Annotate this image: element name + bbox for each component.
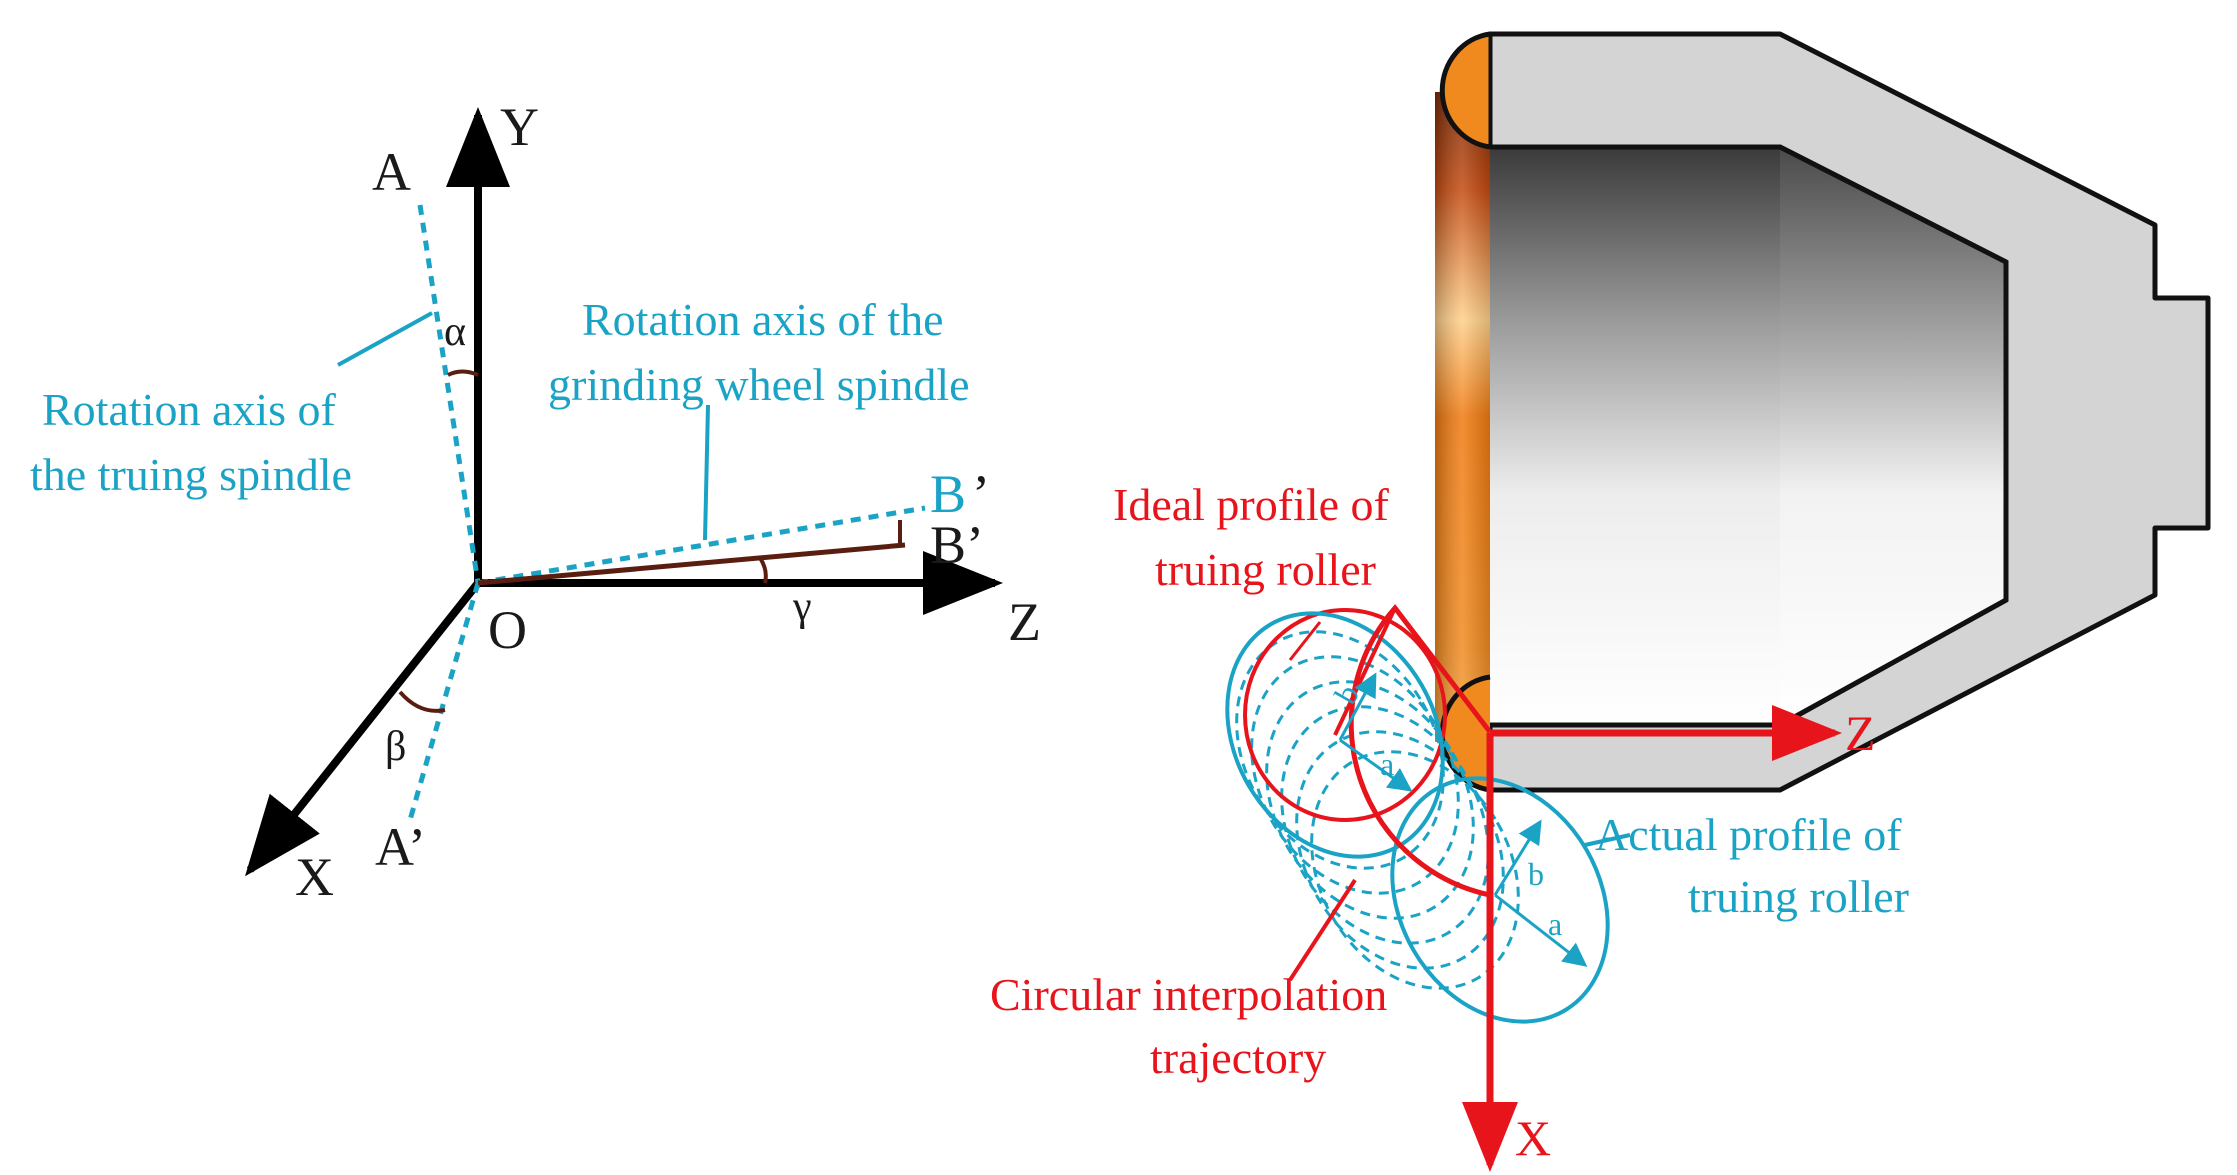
- truing-spindle-axis-lower: [407, 582, 481, 821]
- actual-profile-leader: [1584, 833, 1631, 847]
- ideal-profile-label-line2: truing roller: [1155, 544, 1376, 595]
- abrasive-rim-shade: [1435, 92, 1490, 742]
- x-axis-label: X: [295, 847, 334, 907]
- gamma-label: γ: [792, 584, 812, 630]
- inner-cone: [1780, 147, 2006, 725]
- point-a-prime-label: A’: [375, 817, 426, 877]
- inner-bore: [1490, 147, 1780, 725]
- point-a-label: A: [372, 142, 411, 202]
- actual-profile-ellipse-lower: [1390, 776, 1610, 1024]
- intermediate-profile-ellipses: [1235, 630, 1520, 990]
- ideal-profile-label-line1: Ideal profile of: [1113, 479, 1390, 530]
- point-b-prime-label: B’: [930, 515, 984, 575]
- upper-axis-b: [1338, 672, 1377, 741]
- grinding-spindle-axis: [477, 505, 926, 586]
- x-axis: [245, 580, 482, 877]
- circular-trajectory-arc: [1348, 604, 1492, 898]
- truing-axis-label-line2: the truing spindle: [30, 449, 352, 500]
- actual-profile-label-line1: Actual profile of: [1595, 809, 1902, 860]
- circular-trajectory-label-line2: trajectory: [1150, 1032, 1326, 1083]
- circular-trajectory-label-line1: Circular interpolation: [990, 969, 1387, 1020]
- truing-axis-label-line1: Rotation axis of: [42, 384, 337, 435]
- right-x-axis-label: X: [1515, 1110, 1551, 1166]
- z-axis-label: Z: [1008, 592, 1041, 652]
- rim-top-cap: [1439, 31, 1491, 150]
- right-z-axis-label: Z: [1845, 705, 1876, 761]
- inner-outline: [1490, 144, 2009, 728]
- grinding-axis-label-line1: Rotation axis of the: [582, 294, 944, 345]
- upper-semi-axis-a-label: a: [1380, 746, 1394, 782]
- lower-axis-a: [1494, 893, 1588, 967]
- grinding-axis-label-line2: grinding wheel spindle: [548, 359, 970, 410]
- circular-trajectory-leader: [1288, 878, 1357, 982]
- point-b-label: B: [930, 464, 966, 524]
- trajectory-radius: [1333, 607, 1397, 736]
- origin-label: O: [488, 600, 527, 660]
- beta-arc: [398, 690, 446, 713]
- left-coordinate-diagram: Y Z X O A A’ B ’ B’ α γ β Rotation axis …: [30, 97, 1041, 907]
- grinding-label-leader: [703, 404, 710, 541]
- actual-profile-label-line2: truing roller: [1688, 871, 1909, 922]
- projection-line: [477, 542, 906, 586]
- alpha-arc: [447, 369, 479, 377]
- beta-label: β: [385, 724, 406, 770]
- ideal-profile-circle: [1243, 608, 1447, 822]
- lower-axis-b: [1493, 819, 1542, 896]
- ideal-profile-leader: [1288, 621, 1322, 661]
- lower-semi-axis-b-label: b: [1528, 856, 1544, 892]
- alpha-label: α: [444, 309, 466, 355]
- gamma-arc: [758, 556, 768, 584]
- y-axis-label: Y: [500, 97, 539, 157]
- lower-semi-axis-a-label: a: [1548, 906, 1562, 942]
- truing-spindle-axis: [417, 204, 481, 584]
- right-grinding-wheel-diagram: b a b a Z X Ideal profile of truing roll…: [990, 31, 2211, 1172]
- point-b-comma: ’: [972, 464, 990, 524]
- truing-label-leader: [337, 311, 433, 367]
- upper-axis-a: [1339, 738, 1413, 792]
